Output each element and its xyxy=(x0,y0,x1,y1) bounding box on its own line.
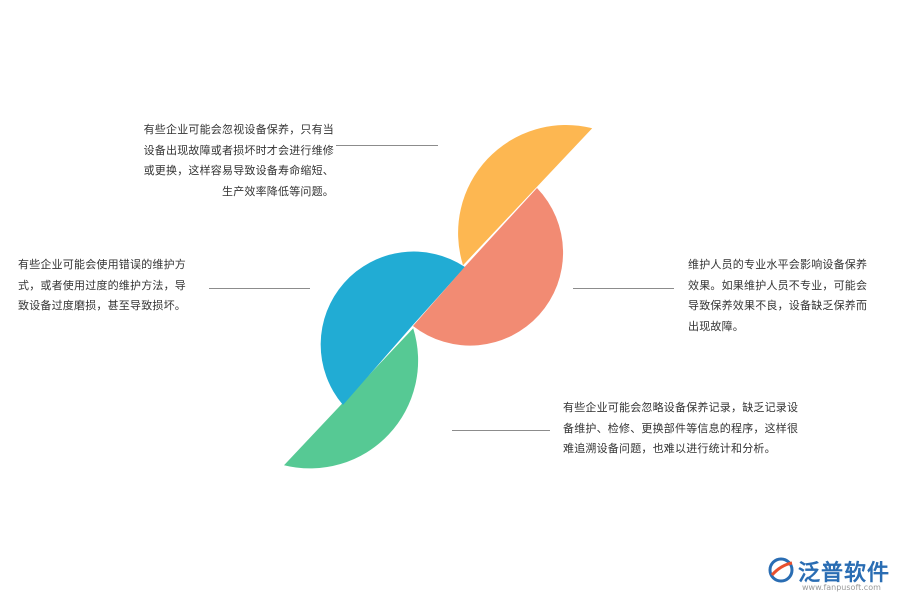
note-line: 导致保养效果不良，设备缺乏保养而 xyxy=(688,299,868,312)
connector-middle-right xyxy=(573,288,674,289)
connector-top-left xyxy=(336,145,438,146)
note-middle-left: 有些企业可能会使用错误的维护方 式，或者使用过度的维护方法，导 致设备过度磨损，… xyxy=(18,255,208,317)
orange-petal xyxy=(458,124,593,266)
note-line: 效果。如果维护人员不专业，可能会 xyxy=(688,278,868,292)
note-bottom-right: 有些企业可能会忽略设备保养记录，缺乏记录设 备维护、检修、更换部件等信息的程序，… xyxy=(563,398,828,460)
note-line: 难追溯设备问题，也难以进行统计和分析。 xyxy=(563,442,776,455)
brand-name: 泛普软件 xyxy=(798,561,891,586)
connector-bottom-right xyxy=(452,430,550,431)
note-line: 致设备过度磨损，甚至导致损坏。 xyxy=(18,299,186,312)
note-middle-right: 维护人员的专业水平会影响设备保养 效果。如果维护人员不专业，可能会 导致保养效果… xyxy=(688,255,888,337)
brand-logo-icon xyxy=(768,557,794,583)
note-line: 式，或者使用过度的维护方法，导 xyxy=(18,278,186,292)
note-line: 或更换，这样容易导致设备寿命缩短、 xyxy=(143,164,334,177)
note-line: 有些企业可能会使用错误的维护方 xyxy=(18,258,186,271)
note-line: 有些企业可能会忽略设备保养记录，缺乏记录设 xyxy=(563,401,799,414)
brand-url: www.fanpusoft.com xyxy=(802,583,881,592)
note-line: 出现故障。 xyxy=(688,319,744,333)
note-line: 设备出现故障或者损坏时才会进行维修 xyxy=(143,143,334,157)
blue-petal xyxy=(320,251,465,405)
note-top-left: 有些企业可能会忽视设备保养，只有当 设备出现故障或者损坏时才会进行维修 或更换，… xyxy=(122,120,334,202)
note-line: 生产效率降低等问题。 xyxy=(222,184,334,198)
salmon-petal xyxy=(413,188,564,346)
note-line: 有些企业可能会忽视设备保养，只有当 xyxy=(143,123,334,136)
note-line: 备维护、检修、更换部件等信息的程序，这样很 xyxy=(563,421,799,435)
green-petal xyxy=(284,328,419,469)
connector-middle-left xyxy=(209,288,310,289)
note-line: 维护人员的专业水平会影响设备保养 xyxy=(688,258,868,271)
